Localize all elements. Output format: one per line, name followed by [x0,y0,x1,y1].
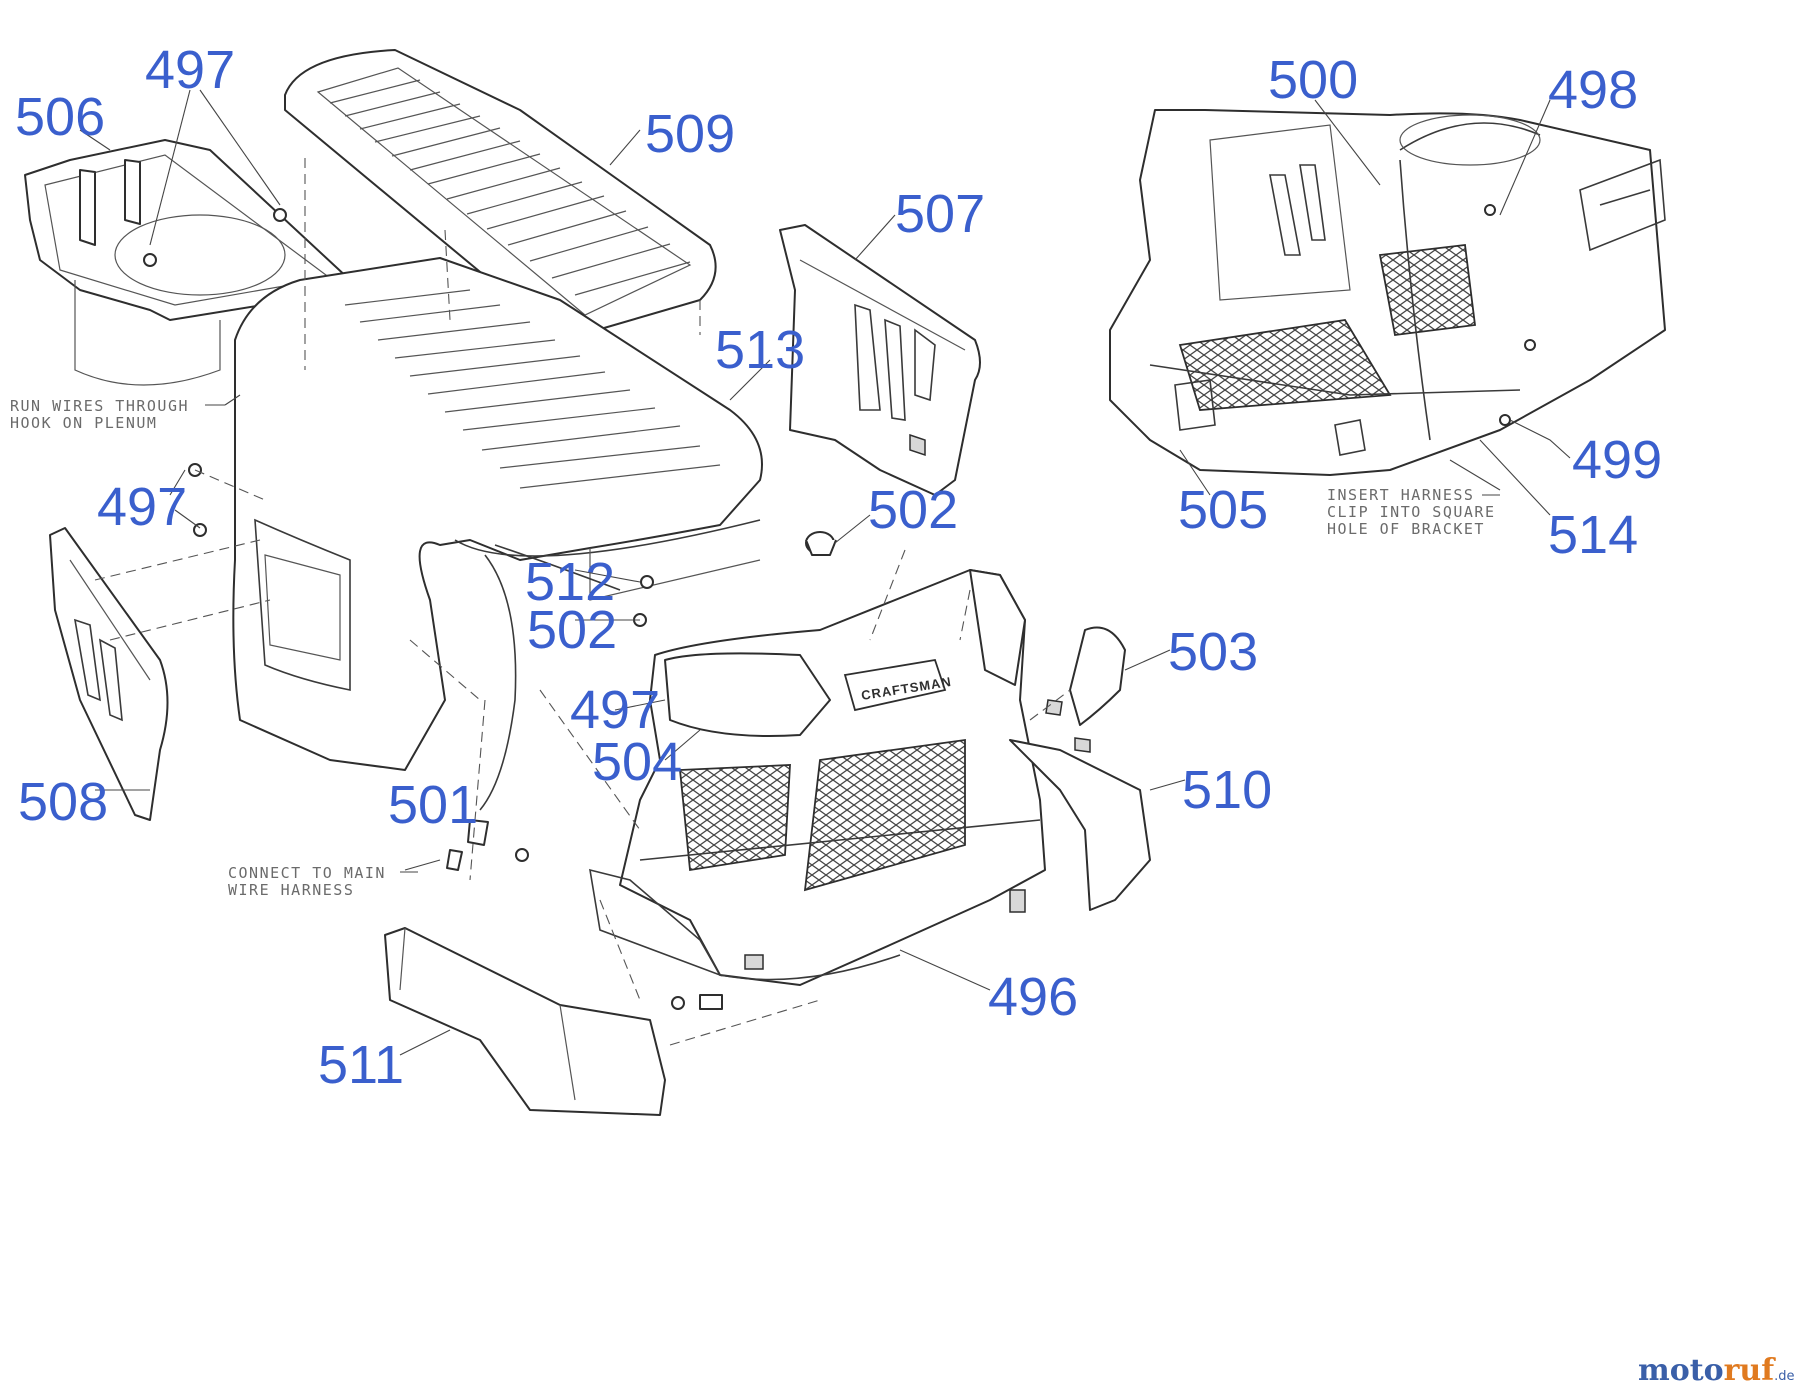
callout-numbers: 506 497 509 507 513 497 502 512 502 497 … [15,40,1662,1095]
callout-511: 511 [318,1035,404,1095]
note-connect-line2: WIRE HARNESS [228,881,354,899]
watermark-part3: .de [1774,1369,1794,1384]
callout-508: 508 [18,772,108,832]
note-insert-line2: CLIP INTO SQUARE [1327,503,1496,521]
bulb-502 [805,531,837,556]
note-connect-line1: CONNECT TO MAIN [228,864,386,882]
headlight-503 [1045,626,1126,753]
hood-513 [232,257,763,771]
callout-499: 499 [1572,430,1662,490]
callout-505: 505 [1178,480,1268,540]
assembly-lines [94,158,1071,1046]
svg-text:motoruf.de: motoruf.de [1638,1353,1795,1388]
note-insert-line3: HOLE OF BRACKET [1327,520,1485,538]
front-grille-496: CRAFTSMAN [589,569,1046,986]
leader-lines [79,89,1571,1056]
callout-506: 506 [15,87,105,147]
callout-502-right: 502 [868,480,958,540]
callout-497-top: 497 [145,40,235,100]
watermark-part2: ruf [1724,1353,1777,1388]
wire-harness [479,554,517,811]
note-run-wires-line1: RUN WIRES THROUGH [10,397,189,415]
callout-509: 509 [645,104,735,164]
note-insert-line1: INSERT HARNESS [1327,486,1474,504]
callout-512: 512 [525,552,615,612]
callout-504: 504 [592,732,682,792]
callout-503: 503 [1168,622,1258,682]
side-panel-507 [779,224,981,496]
callout-496: 496 [988,967,1078,1027]
side-panel-508 [49,527,169,821]
callout-497-mid: 497 [570,680,660,740]
inset-underside-view [1109,109,1666,476]
hood-grille-insert-509 [284,49,717,336]
callout-500: 500 [1268,50,1358,110]
callout-507: 507 [895,184,985,244]
bumper-cap-510 [1009,739,1151,911]
plenum-tray-506 [24,139,351,386]
watermark-logo: motoruf.de [1638,1353,1795,1388]
callout-502-left: 502 [527,600,617,660]
callout-498: 498 [1548,60,1638,120]
watermark-part1: moto [1638,1353,1724,1388]
note-run-wires-line2: HOOK ON PLENUM [10,414,157,432]
callout-513: 513 [715,320,805,380]
callout-510: 510 [1182,760,1272,820]
callout-514: 514 [1548,505,1638,565]
assembly-notes: RUN WIRES THROUGH HOOK ON PLENUM CONNECT… [10,397,1500,899]
lower-skirt-511 [384,927,666,1116]
callout-497-left: 497 [97,477,187,537]
callout-501: 501 [388,775,478,835]
